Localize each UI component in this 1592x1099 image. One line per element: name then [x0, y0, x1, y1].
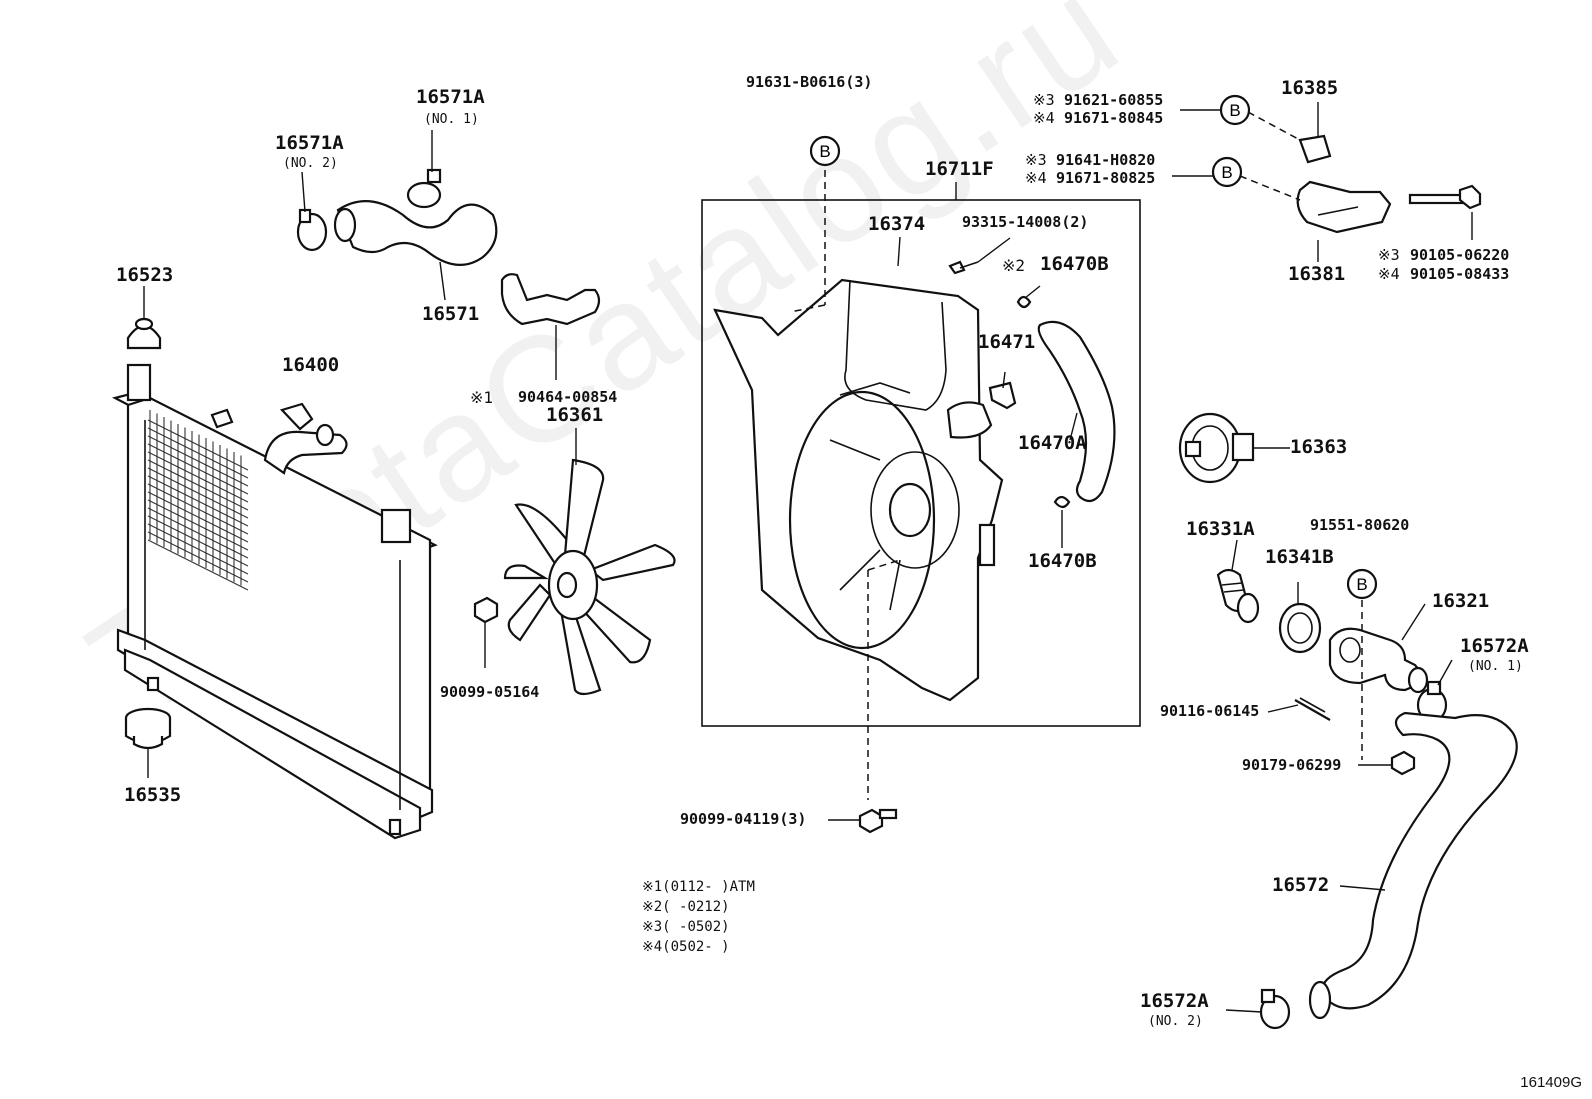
bracket-16381-drawing	[1296, 180, 1392, 234]
label-91551: 91551-80620	[1310, 516, 1410, 534]
label-90464: 90464-00854	[518, 388, 618, 406]
svg-text:B: B	[1229, 101, 1240, 120]
label-91671a-mark: ※4	[1033, 109, 1055, 127]
cushion-16535-drawing	[124, 707, 172, 750]
label-16523: 16523	[116, 264, 174, 286]
footnote-4: ※4(0502- )	[642, 939, 730, 955]
hose-16572-end	[1308, 980, 1332, 1020]
screw-93315-drawing	[948, 260, 979, 275]
label-90099-04119: 90099-04119(3)	[680, 810, 807, 828]
bracket-90464-drawing	[500, 273, 601, 326]
label-16381: 16381	[1288, 263, 1346, 285]
label-16331a: 16331A	[1186, 518, 1255, 540]
label-90105a-mark: ※3	[1378, 246, 1400, 264]
svg-text:B: B	[819, 142, 830, 161]
label-90105b-mark: ※4	[1378, 265, 1400, 283]
label-16571a-no1: 16571A	[416, 86, 485, 108]
label-91641: 91641-H0820	[1056, 151, 1156, 169]
label-16535: 16535	[124, 784, 182, 806]
label-91621: 91621-60855	[1064, 91, 1164, 109]
label-16400: 16400	[282, 354, 340, 376]
circle-b-91621: B	[1219, 94, 1251, 126]
hose-16470a-drawing	[1037, 320, 1116, 503]
label-16572: 16572	[1272, 874, 1330, 896]
nut-90179-drawing	[1390, 750, 1416, 776]
label-16321: 16321	[1432, 590, 1490, 612]
label-93315: 93315-14008(2)	[962, 213, 1089, 231]
label-16363: 16363	[1290, 436, 1348, 458]
thermostat-16331a-drawing	[1216, 568, 1260, 624]
label-16470b-bottom: 16470B	[1028, 550, 1097, 572]
clip-16470b-bottom-drawing	[1053, 495, 1071, 509]
label-16572a-no1: 16572A	[1460, 635, 1529, 657]
bolt-90099-04119-drawing	[858, 808, 898, 834]
shroud-16374-drawing	[713, 278, 1004, 702]
svg-text:B: B	[1221, 163, 1232, 182]
label-16385: 16385	[1281, 77, 1339, 99]
label-16571a-no1-sub: (NO. 1)	[424, 112, 479, 127]
clamp-16572a-no2-drawing	[1259, 988, 1291, 1030]
label-90116: 90116-06145	[1160, 702, 1260, 720]
label-16572a-no2: 16572A	[1140, 990, 1209, 1012]
circle-b-91631: B	[809, 135, 841, 167]
label-16341b: 16341B	[1265, 546, 1334, 568]
footnote-2: ※2( -0212)	[642, 899, 730, 915]
cushion-16385-drawing	[1298, 134, 1332, 164]
label-90099-05164: 90099-05164	[440, 683, 540, 701]
footnote-3: ※3( -0502)	[642, 919, 730, 935]
label-90105b: 90105-08433	[1410, 265, 1510, 283]
motor-16363-drawing	[1178, 412, 1255, 484]
label-16711f: 16711F	[925, 158, 994, 180]
stud-90116-drawing	[1294, 697, 1331, 721]
footnote-1: ※1(0112- )ATM	[642, 879, 755, 895]
label-90105a: 90105-06220	[1410, 246, 1510, 264]
bolt-90105-drawing	[1408, 184, 1482, 210]
label-91671b: 91671-80825	[1056, 169, 1156, 187]
label-16374: 16374	[868, 213, 926, 235]
label-90464-mark: ※1	[470, 388, 494, 407]
label-91671b-mark: ※4	[1025, 169, 1047, 187]
label-16571: 16571	[422, 303, 480, 325]
circle-b-91641: B	[1211, 156, 1243, 188]
bracket-16471-drawing	[988, 381, 1017, 410]
hose-16571-drawing	[296, 168, 498, 266]
label-91631: 91631-B0616(3)	[746, 73, 873, 91]
label-16471: 16471	[978, 331, 1036, 353]
label-91641-mark: ※3	[1025, 151, 1047, 169]
label-16572a-no2-sub: (NO. 2)	[1148, 1014, 1203, 1029]
label-16571a-no2: 16571A	[275, 132, 344, 154]
hose-16572-drawing	[1321, 711, 1518, 1010]
label-91621-mark: ※3	[1033, 91, 1055, 109]
fan-16361-drawing	[503, 458, 676, 696]
label-90179: 90179-06299	[1242, 756, 1342, 774]
water-inlet-16321-drawing	[1328, 627, 1429, 694]
nut-90099-05164-drawing	[473, 596, 499, 624]
label-16470a: 16470A	[1018, 432, 1087, 454]
circle-b-91551: B	[1346, 568, 1378, 600]
label-16470b-top: 16470B	[1040, 253, 1109, 275]
gasket-16341b-drawing	[1278, 602, 1322, 654]
label-16571a-no2-sub: (NO. 2)	[283, 156, 338, 171]
label-16470b-top-mark: ※2	[1002, 256, 1026, 275]
label-16572a-no1-sub: (NO. 1)	[1468, 659, 1523, 674]
radiator-drawing	[111, 363, 438, 840]
fan-shroud-assy-frame	[701, 199, 1141, 727]
label-91671a: 91671-80845	[1064, 109, 1164, 127]
label-16361: 16361	[546, 404, 604, 426]
clip-16470b-top-drawing	[1016, 295, 1032, 309]
cushion-16523-drawing	[126, 317, 162, 350]
svg-text:B: B	[1356, 575, 1367, 594]
diagram-code: 161409G	[1520, 1074, 1582, 1091]
